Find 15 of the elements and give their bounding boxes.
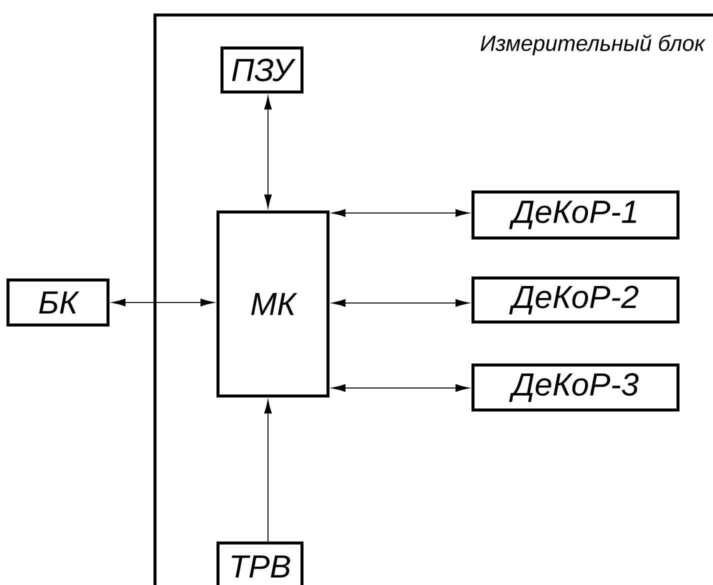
- arrow: [332, 299, 469, 307]
- block-box: ДеКоР-1: [472, 190, 680, 240]
- block-box: БК: [6, 278, 110, 326]
- block-box: ДеКоР-2: [472, 276, 680, 324]
- block-box: ДеКоР-3: [472, 364, 680, 412]
- arrow: [264, 400, 272, 542]
- block-box: МК: [216, 210, 330, 398]
- frame-heading: Измерительный блок: [480, 34, 706, 56]
- arrow: [332, 209, 469, 217]
- arrow: [264, 96, 272, 208]
- block-box: ПЗУ: [220, 46, 304, 94]
- block-frame: [154, 14, 713, 585]
- block-box: ТРВ: [216, 542, 304, 585]
- arrow: [112, 298, 214, 306]
- arrow: [332, 384, 469, 392]
